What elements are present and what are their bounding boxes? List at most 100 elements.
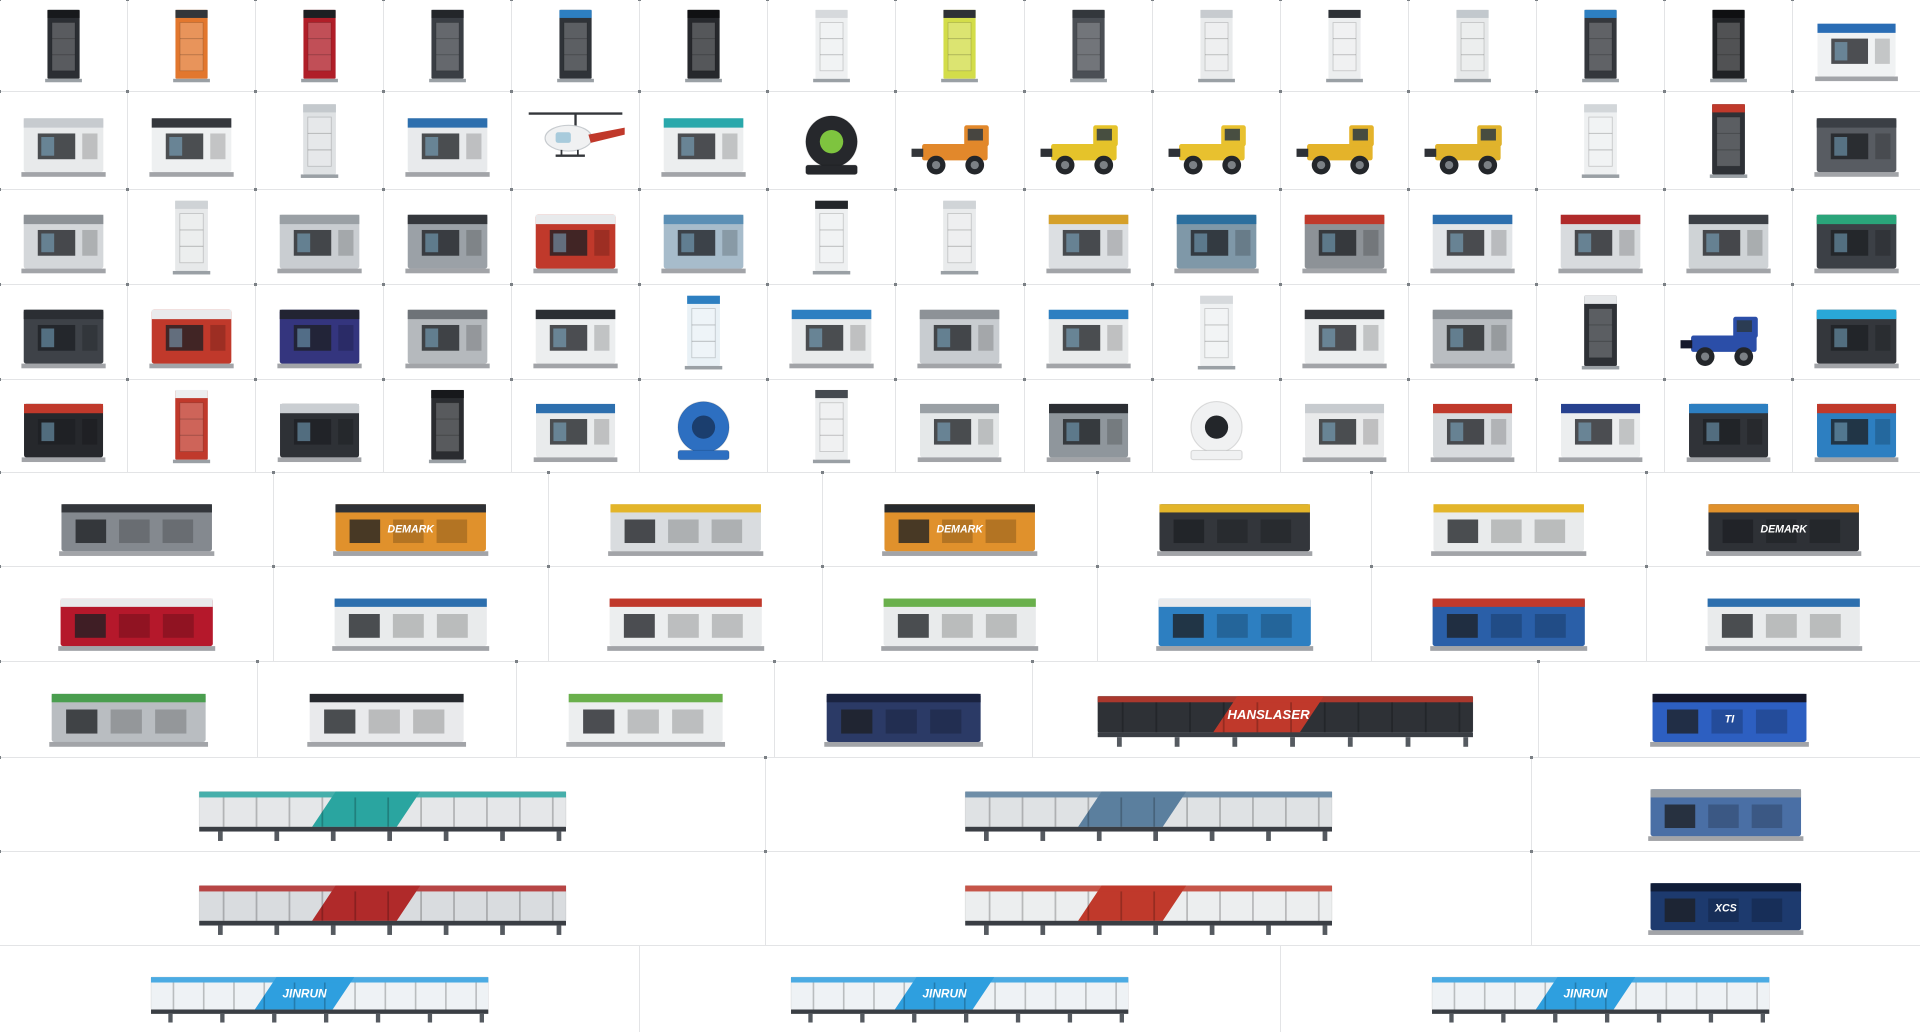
electrical-cabinet-duo[interactable] (1534, 283, 1665, 379)
reach-truck-machine[interactable] (1022, 188, 1153, 284)
packaging-machine-with-hopper[interactable] (766, 378, 897, 472)
medical-ultrasound-cart[interactable] (766, 188, 897, 284)
cmm-measuring-machine[interactable] (638, 283, 769, 379)
assembly-machine-red-accent[interactable] (1406, 378, 1537, 472)
mobile-robot-arm-yellow[interactable] (1022, 90, 1153, 189)
tire-curing-press-red[interactable] (0, 565, 275, 661)
benchtop-cnc-machine[interactable] (126, 90, 257, 189)
injection-molding-machine-dark-orange[interactable]: DEMARK (1644, 471, 1920, 566)
sandblasting-machine-blue-stripe[interactable] (1022, 283, 1153, 379)
wire-drawing-machine-red[interactable] (126, 378, 257, 472)
wall-control-panel-black[interactable] (1662, 0, 1793, 91)
inspection-machine-red-black[interactable] (1662, 90, 1793, 189)
machine-dark-large-window[interactable] (254, 378, 385, 472)
sorting-machine-white-dark[interactable] (256, 660, 517, 757)
wire-feeding-line-gray-green[interactable] (0, 660, 259, 757)
electromagnetic-flowmeter-blue[interactable] (638, 378, 769, 472)
filling-machine-white[interactable] (894, 378, 1025, 472)
injection-molding-machine-gray[interactable] (0, 471, 275, 566)
water-purifier-cabinet[interactable] (510, 0, 641, 91)
medical-examination-chair[interactable] (1150, 283, 1281, 379)
cnc-machine-red-top[interactable] (1278, 188, 1409, 284)
cnc-lathe-black-red[interactable] (0, 378, 129, 472)
helicopter-red-white[interactable] (510, 90, 641, 189)
injection-molding-machine-white-blue[interactable] (272, 565, 549, 661)
fiber-laser-cutter-blue[interactable] (1095, 565, 1373, 661)
injection-molding-machine-blue-ti[interactable]: TI (1536, 660, 1920, 757)
grinding-machine-gray[interactable] (1406, 283, 1537, 379)
mining-dump-truck-yellow[interactable] (1278, 90, 1409, 189)
machine-white-navy-band[interactable] (1534, 378, 1665, 472)
bag-making-line-white-red[interactable] (764, 850, 1533, 945)
pallet-stacker-orange[interactable] (894, 90, 1025, 189)
packaging-machine-green[interactable] (514, 660, 775, 757)
blow-molding-machine-orange[interactable]: DEMARK (821, 471, 1098, 566)
extrusion-machine-blue-gray[interactable] (1530, 756, 1920, 851)
vending-machine-red[interactable] (254, 0, 385, 91)
injection-molding-machine-orange[interactable]: DEMARK (272, 471, 549, 566)
machining-center-blue-gray[interactable] (1150, 188, 1281, 284)
edm-machine-blue-white[interactable] (766, 283, 897, 379)
cnc-machine-dark-panels[interactable] (0, 283, 129, 379)
control-cabinet-white[interactable] (254, 90, 385, 189)
cnc-milling-machine-blue[interactable] (382, 90, 513, 189)
laser-engraver-red[interactable] (510, 188, 641, 284)
metal-3d-printer-gray[interactable] (382, 283, 513, 379)
vertical-machining-center[interactable] (382, 188, 513, 284)
pet-blowing-line-yellow-accent[interactable] (1370, 471, 1647, 566)
horizontal-machining-center-dark[interactable] (1790, 188, 1920, 284)
machining-center-gray[interactable] (1790, 90, 1920, 189)
injection-molding-machine-navy-xcs[interactable]: XCS (1530, 850, 1920, 945)
extrusion-machine-white-red[interactable] (546, 565, 824, 661)
laboratory-fume-hood[interactable] (1534, 90, 1665, 189)
laser-marking-machine-white[interactable] (1278, 283, 1409, 379)
xray-baggage-scanner[interactable] (1022, 378, 1153, 472)
air-purifier-white[interactable] (766, 0, 897, 91)
test-bench-multicolor[interactable] (1790, 378, 1920, 472)
carton-production-line-red[interactable] (0, 850, 767, 945)
laser-cutter-white-window[interactable] (510, 283, 641, 379)
surface-grinder-red-accent[interactable] (1534, 188, 1665, 284)
cartoning-machine-green-accent[interactable] (821, 565, 1098, 661)
industrial-enclosure-white[interactable] (894, 188, 1025, 284)
laser-cutting-system-hanslaser[interactable]: HANSLASER (1031, 660, 1539, 757)
gantry-lift-system-blue[interactable] (638, 188, 769, 284)
extrusion-line-jinrun-left[interactable]: JINRUN (0, 946, 641, 1032)
smart-locker-yellow-green[interactable] (894, 0, 1025, 91)
extrusion-line-jinrun-right[interactable]: JINRUN (1280, 946, 1920, 1032)
flatbed-printer-dark[interactable] (1662, 378, 1793, 472)
tool-drawer-cabinet[interactable] (0, 90, 129, 189)
proofing-cabinet-white[interactable] (126, 188, 257, 284)
extrusion-line-jinrun-center[interactable]: JINRUN (640, 946, 1281, 1032)
injection-molding-machine-two-tone[interactable] (1095, 471, 1373, 566)
thermoforming-machine-gray[interactable] (0, 188, 129, 284)
storage-locker-gray[interactable] (1022, 0, 1153, 91)
extrusion-line-white-blue[interactable] (1644, 565, 1920, 661)
medical-analyzer-white-blue[interactable] (1790, 0, 1920, 91)
food-processing-line-teal[interactable] (0, 756, 767, 851)
server-cabinet-black[interactable] (0, 0, 129, 91)
surgical-operating-table[interactable] (894, 283, 1025, 379)
injection-machine-red-white[interactable] (126, 283, 257, 379)
power-distribution-cabinets[interactable] (382, 378, 513, 472)
thermoforming-production-line[interactable] (764, 756, 1533, 851)
sorting-machine-white-blue[interactable] (510, 378, 641, 472)
cleaning-robot-black[interactable] (766, 90, 897, 189)
offset-printing-press-navy[interactable] (772, 660, 1034, 757)
injection-molding-machine-silver[interactable] (546, 471, 824, 566)
agv-floor-scrubber[interactable] (638, 90, 769, 189)
electric-forklift-yellow[interactable] (1150, 90, 1281, 189)
machine-with-blue-cabin[interactable] (1406, 188, 1537, 284)
printing-press-blue-pair[interactable] (1370, 565, 1647, 661)
edm-sinker-machine[interactable] (1662, 188, 1793, 284)
excavator-yellow[interactable] (1406, 90, 1537, 189)
ct-scanner-white[interactable] (1150, 378, 1281, 472)
upright-display-freezer[interactable] (1406, 0, 1537, 91)
double-door-oven-gray[interactable] (254, 188, 385, 284)
low-profile-machine-white[interactable] (1278, 378, 1409, 472)
parcel-locker-white[interactable] (1150, 0, 1281, 91)
digital-printing-press-dark[interactable] (1790, 283, 1920, 379)
ice-maker-machine[interactable] (1278, 0, 1409, 91)
beverage-cooler-dark[interactable] (1534, 0, 1665, 91)
vending-machine-orange[interactable] (126, 0, 257, 91)
